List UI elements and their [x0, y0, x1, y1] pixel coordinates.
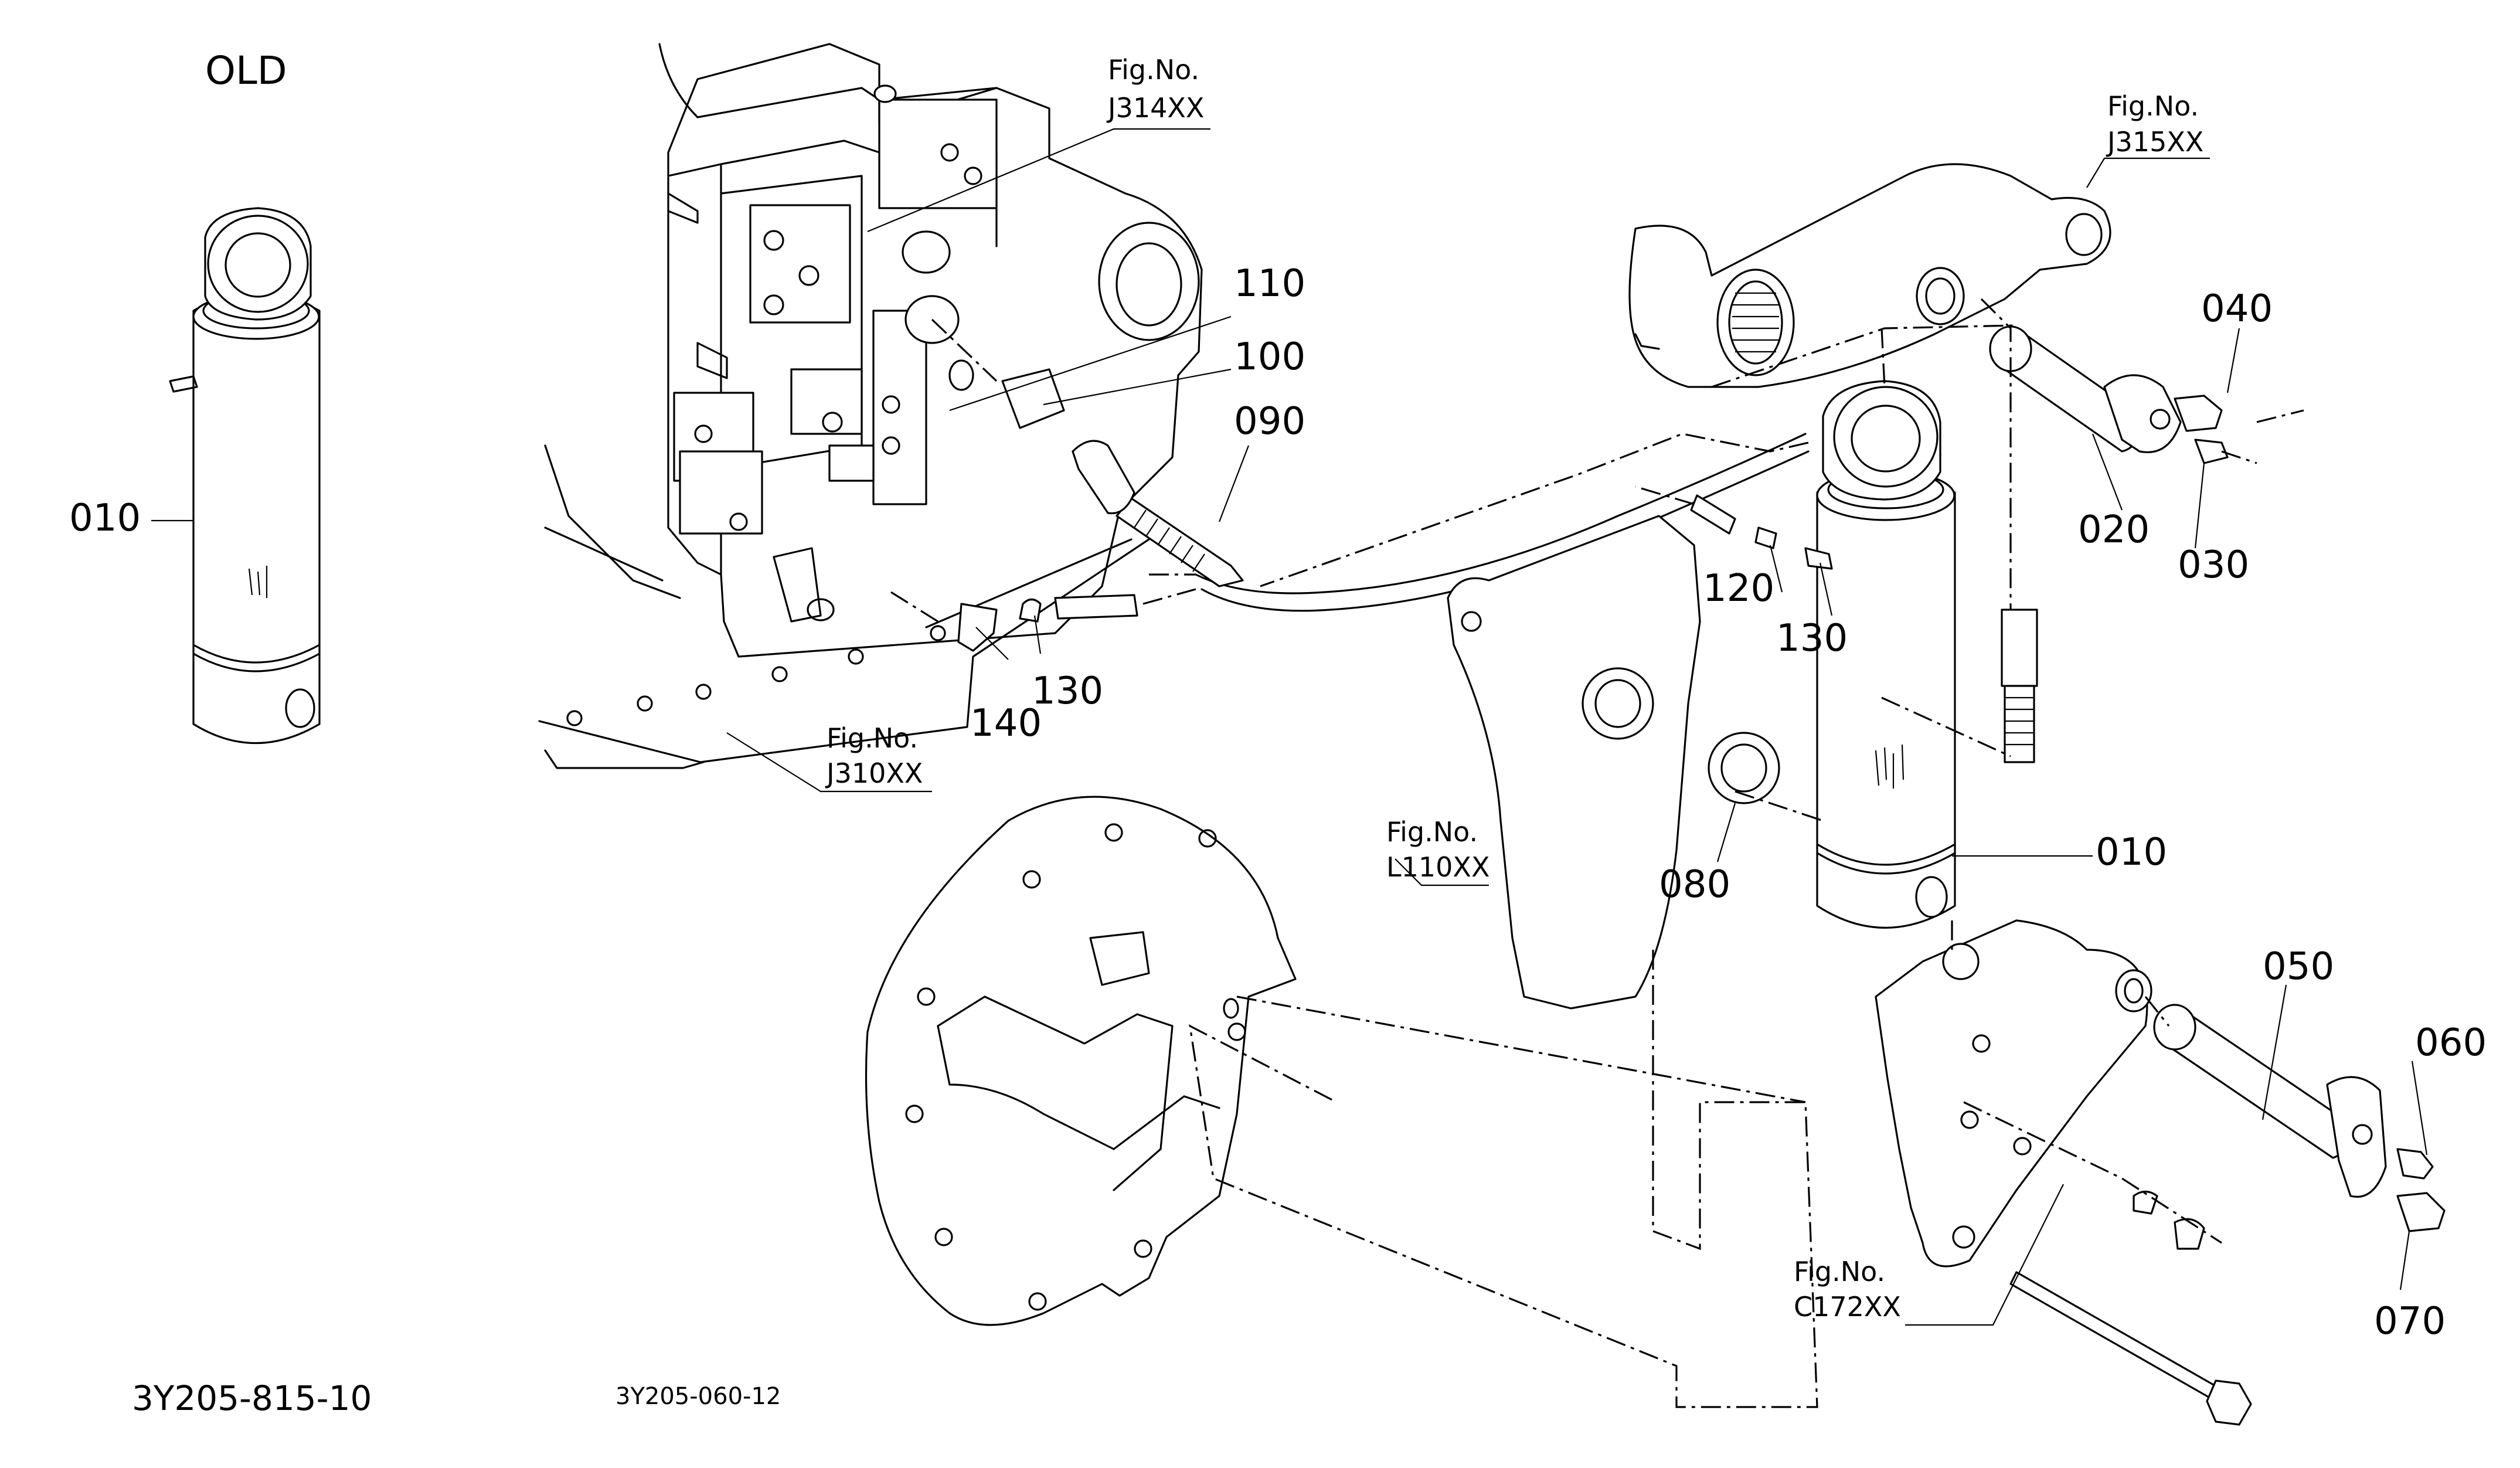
callout-040: 040	[2201, 287, 2273, 331]
callout-130-right: 130	[1776, 617, 1848, 660]
old-cylinder-drawing	[169, 207, 321, 745]
callout-110: 110	[1234, 262, 1305, 305]
old-label: OLD	[205, 48, 287, 93]
leader-lines	[151, 128, 2428, 1326]
fig-ref-c172: Fig.No. C172XX	[1794, 1256, 1901, 1323]
pin-020-drawing	[1989, 325, 2229, 464]
valve-housing-drawing	[538, 43, 1203, 769]
callout-010: 010	[2096, 831, 2167, 874]
bracket-drawing	[1447, 515, 1780, 1010]
lift-arm-drawing	[1628, 163, 2111, 388]
callout-010-old: 010	[69, 497, 141, 540]
fig-ref-c172-number: C172XX	[1794, 1291, 1901, 1323]
fig-ref-j315-number: J315XX	[2106, 126, 2203, 158]
callout-090: 090	[1234, 400, 1305, 443]
fig-ref-j310-prefix: Fig.No.	[827, 722, 918, 754]
callout-050: 050	[2263, 945, 2334, 988]
assembly-lines	[890, 298, 2304, 1408]
fig-ref-c172-prefix: Fig.No.	[1794, 1256, 1885, 1287]
callout-120: 120	[1703, 567, 1774, 610]
fig-ref-l110-prefix: Fig.No.	[1386, 816, 1478, 848]
fig-ref-l110: Fig.No. L110XX	[1386, 816, 1489, 883]
fig-ref-j314: Fig.No. J314XX	[1106, 54, 1204, 124]
callout-140: 140	[970, 702, 1042, 745]
callout-130-left: 130	[1032, 670, 1103, 713]
fig-ref-j314-prefix: Fig.No.	[1108, 54, 1199, 86]
drawing-code-left: 3Y205-815-10	[132, 1378, 372, 1418]
callout-100: 100	[1234, 335, 1305, 379]
mount-plate-drawing	[1875, 919, 2252, 1426]
fig-ref-j310-number: J310XX	[825, 757, 923, 789]
fig-ref-j315-prefix: Fig.No.	[2107, 90, 2199, 122]
callout-070: 070	[2374, 1300, 2446, 1343]
transmission-case-drawing	[865, 796, 1297, 1326]
fig-ref-j310: Fig.No. J310XX	[825, 722, 923, 789]
hose-end-fitting-drawing	[2001, 609, 2038, 763]
fig-ref-l110-number: L110XX	[1386, 851, 1489, 883]
fig-ref-j315: Fig.No. J315XX	[2106, 90, 2203, 158]
callout-020: 020	[2078, 508, 2150, 552]
pin-050-drawing	[2153, 1004, 2446, 1232]
small-fittings-drawing	[957, 494, 1833, 652]
callout-060: 060	[2415, 1021, 2487, 1065]
callout-030: 030	[2178, 543, 2249, 587]
fig-ref-j314-number: J314XX	[1106, 92, 1204, 124]
callout-080: 080	[1659, 863, 1730, 906]
drawing-code-center: 3Y205-060-12	[615, 1383, 781, 1410]
